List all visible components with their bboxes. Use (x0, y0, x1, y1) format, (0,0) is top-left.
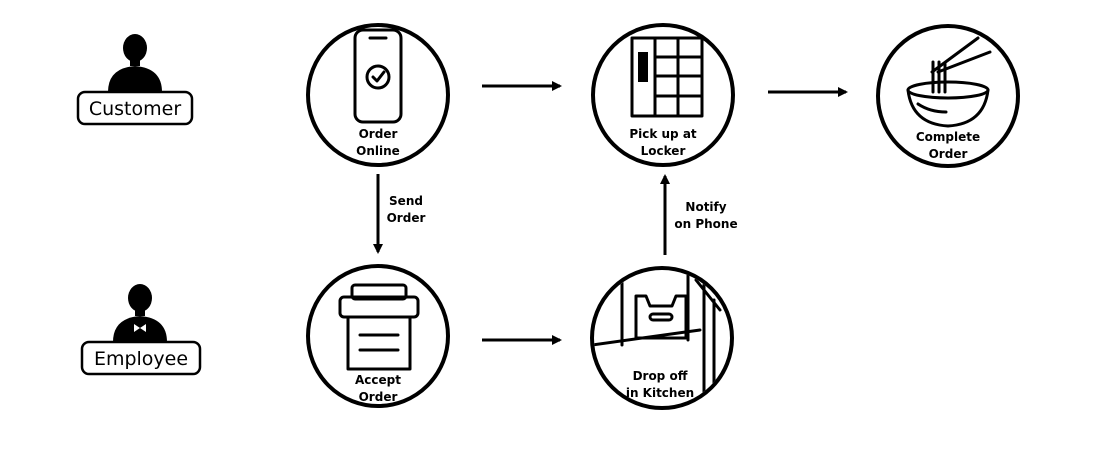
edge-send-order-label-1: Send (389, 194, 423, 208)
edge-notify-label-2: on Phone (674, 217, 737, 231)
customer-label: Customer (89, 98, 181, 120)
locker-icon (630, 36, 704, 118)
edge-send-order-label-2: Order (387, 211, 426, 225)
node-pick-up-label-1: Pick up at (629, 127, 697, 141)
bowl-chopsticks-icon (906, 36, 992, 128)
node-pick-up-label-2: Locker (641, 144, 686, 158)
node-accept-label-1: Accept (355, 373, 401, 387)
node-complete-order: Complete Order (876, 24, 1020, 168)
node-pick-up-locker: Pick up at Locker (591, 23, 735, 167)
node-drop-off-label-2: in Kitchen (626, 386, 694, 400)
employee-role: Employee (80, 284, 202, 376)
node-order-online: Order Online (306, 23, 450, 167)
node-drop-off-kitchen: Drop off in Kitchen (590, 266, 734, 410)
customer-badge (76, 90, 194, 126)
node-accept-label-2: Order (359, 390, 398, 404)
phone-check-icon (353, 28, 403, 124)
employee-badge (80, 340, 202, 376)
node-drop-off-label-1: Drop off (633, 369, 688, 383)
node-order-online-label-2: Online (356, 144, 400, 158)
node-accept-order: Accept Order (306, 264, 450, 408)
node-complete-label-1: Complete (916, 130, 980, 144)
waiter-icon (113, 284, 167, 342)
edge-notify-label-1: Notify (685, 200, 726, 214)
customer-role: Customer (76, 34, 194, 126)
node-order-online-label-1: Order (359, 127, 398, 141)
person-icon (108, 34, 162, 92)
node-complete-label-2: Order (929, 147, 968, 161)
employee-label: Employee (94, 348, 188, 370)
printer-icon (338, 283, 420, 371)
